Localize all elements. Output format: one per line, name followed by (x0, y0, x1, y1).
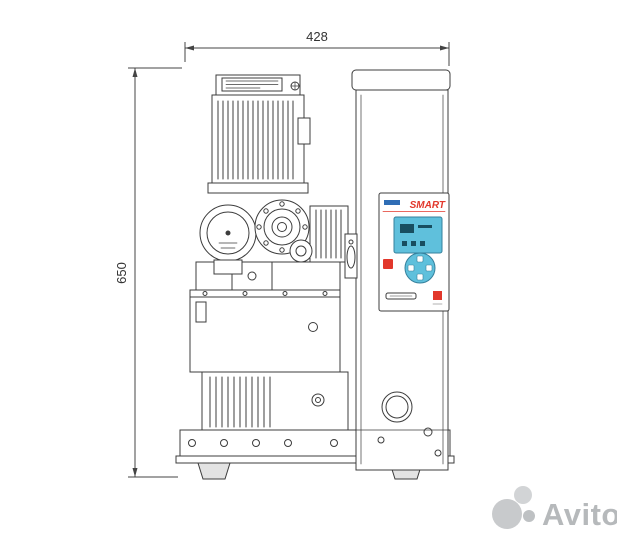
foot-left (197, 462, 231, 480)
flange-bolt (322, 291, 328, 296)
gauge-center (225, 230, 231, 236)
side-motor (309, 205, 349, 263)
base-bolt (188, 439, 196, 447)
lcd-glyph (420, 241, 425, 246)
cabinet-port-inner (385, 395, 409, 419)
sight-glass (308, 322, 318, 332)
dimension-width: 428 (184, 29, 450, 66)
dim-arrow-top (132, 68, 138, 77)
pump-bolt (256, 224, 262, 230)
maker-logo-icon (433, 291, 442, 300)
dimension-height: 650 (114, 67, 182, 478)
motor-flange (207, 182, 309, 194)
keypad-right-button[interactable] (425, 264, 433, 272)
heat-exchanger (201, 371, 349, 431)
cabinet-bolt (434, 449, 442, 457)
dim-arrow-left (185, 45, 194, 51)
cable-gland (346, 245, 356, 269)
lcd-glyph (411, 241, 416, 246)
pump-bolt (279, 201, 285, 207)
pump-head (254, 199, 313, 263)
pump-bolt (263, 240, 269, 246)
avito-logo-circle-small (523, 510, 535, 522)
ground-symbol-cross (290, 81, 300, 91)
avito-watermark-text: Avito (542, 497, 617, 532)
dim-arrow-bottom (132, 468, 138, 477)
pump-bolt (263, 208, 269, 214)
base-bolt (220, 439, 228, 447)
main-motor (207, 74, 311, 194)
heat-exchanger-fins (209, 376, 271, 428)
flange-bolt (202, 291, 208, 296)
base-lip (175, 455, 455, 464)
stop-button[interactable] (383, 259, 393, 269)
dim-height-label: 650 (114, 262, 129, 284)
pump-shaft (277, 222, 287, 232)
lcd-glyph (400, 224, 414, 233)
drain-plug (311, 393, 325, 407)
pump-bolt (295, 208, 301, 214)
base-bolt (252, 439, 260, 447)
nameplate-text-lines (225, 80, 279, 89)
panel-brand-mark (384, 200, 400, 205)
cable-gland-screw (348, 239, 354, 245)
terminal-box (297, 117, 311, 145)
pump-mid (263, 208, 301, 246)
flange-bolt (242, 291, 248, 296)
cabinet-cap (351, 69, 451, 91)
lcd-glyph (402, 241, 407, 246)
manifold-port (247, 271, 257, 281)
base-bolt (284, 439, 292, 447)
smart-logo: SMART (410, 200, 446, 211)
machine-drawing: SMART (175, 69, 455, 480)
keypad[interactable] (404, 252, 436, 284)
avito-watermark: Avito (492, 486, 617, 532)
keypad-up-button[interactable] (416, 255, 424, 263)
lcd-screen (393, 216, 443, 254)
keypad-down-button[interactable] (416, 273, 424, 281)
gauge-text-lines (218, 242, 238, 249)
avito-logo-circle-big (492, 499, 522, 529)
oil-tank (189, 289, 341, 373)
keypad-left-button[interactable] (407, 264, 415, 272)
tank-body (189, 289, 341, 373)
flange-bolt (282, 291, 288, 296)
control-panel: SMART (378, 192, 450, 312)
dim-arrow-right (440, 45, 449, 51)
side-motor-fins (315, 209, 342, 259)
pump-inner (271, 216, 293, 238)
pump-outer (254, 199, 310, 255)
dim-width-label: 428 (306, 29, 328, 44)
pump-port (289, 239, 313, 263)
base-bolt (330, 439, 338, 447)
tank-fitting (195, 301, 207, 323)
gauge-mount (213, 259, 243, 275)
cable-gland-box (344, 233, 358, 279)
cabinet-bolt (377, 436, 385, 444)
heat-exchanger-body (201, 371, 349, 431)
drain-plug-center (315, 397, 321, 403)
pump-bolt (302, 224, 308, 230)
motor-fins (217, 100, 294, 180)
pump-port-inner (295, 245, 307, 257)
avito-logo-circle-mid (514, 486, 532, 504)
cabinet-port (381, 391, 413, 423)
cabinet-bolt (423, 427, 433, 437)
gauge-dial (206, 211, 250, 255)
lcd-glyph (418, 225, 432, 228)
pump-bolt (279, 247, 285, 253)
